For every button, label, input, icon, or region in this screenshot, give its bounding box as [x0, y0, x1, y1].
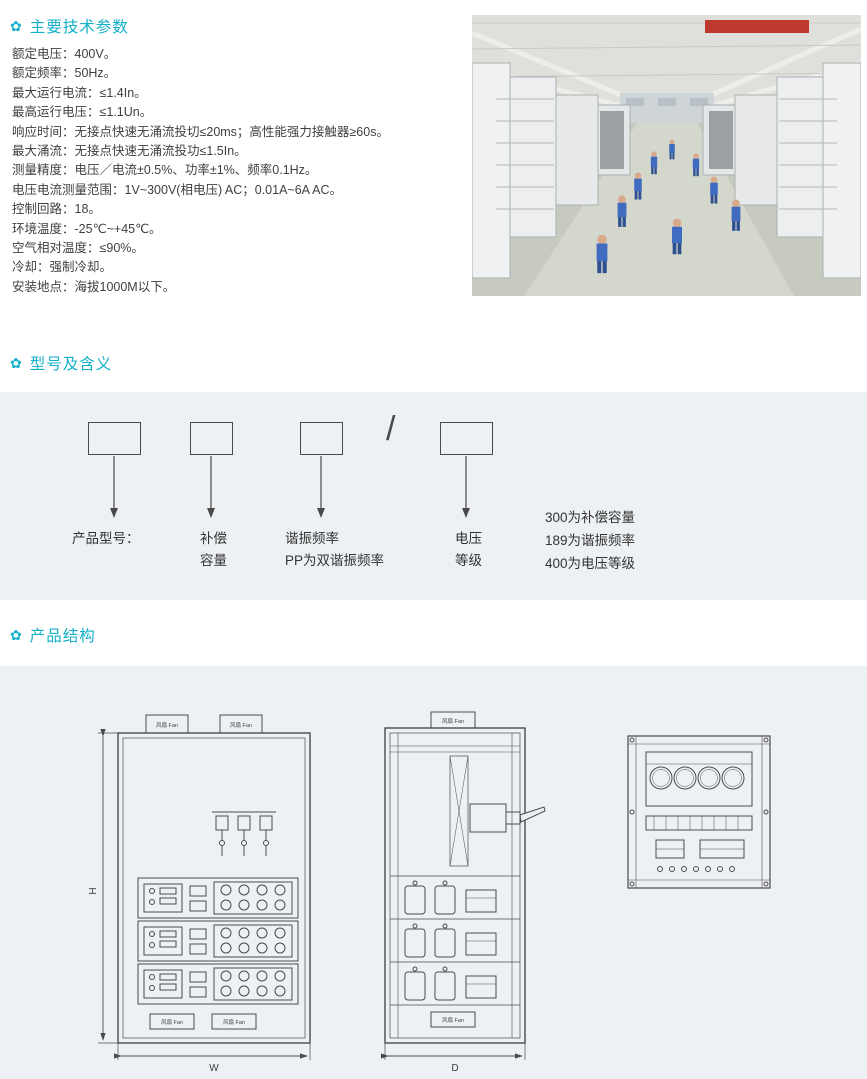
- fan-label: 风扇 Fan: [230, 721, 252, 729]
- tech-spec-line: 控制回路：18。: [12, 202, 101, 217]
- model-meaning-panel: / 产品型号： 补偿 容量 谐振频率 PP为双谐振频率: [0, 392, 867, 600]
- model-note: 189为谐振频率: [545, 533, 636, 548]
- model-title: 型号及含义: [29, 356, 113, 373]
- tech-spec-line: 最高运行电压：≤1.1Un。: [12, 105, 153, 120]
- model-note: 400为电压等级: [545, 556, 636, 571]
- tech-spec-line: 环境温度：-25℃~+45℃。: [12, 221, 162, 236]
- fan-label: 风扇 Fan: [442, 717, 464, 725]
- model-box-frequency: [300, 422, 343, 455]
- label-resonant-frequency: 谐振频率 PP为双谐振频率: [285, 531, 385, 568]
- model-arrows: [110, 456, 470, 518]
- dim-h-label: H: [88, 887, 99, 894]
- tech-spec-line: 冷却：强制冷却。: [12, 260, 113, 275]
- banner: [705, 20, 809, 33]
- flower-icon: ✿: [10, 627, 23, 643]
- model-box-capacity: [190, 422, 233, 455]
- tech-spec-line: 响应时间：无接点快速无涌流投切≤20ms；高性能强力接触器≥60s。: [12, 124, 389, 139]
- product-structure-panel: 风扇 Fan 风扇 Fan 风扇 Fan 风扇 Fan H W: [0, 666, 867, 1079]
- rack-view-drawing: [627, 735, 771, 889]
- model-notes: 300为补偿容量 189为谐振频率 400为电压等级: [545, 506, 635, 575]
- label-voltage-grade: 电压 等级: [455, 531, 482, 568]
- tech-spec-line: 电压电流测量范围：1V~300V(相电压) AC；0.01A~6A AC。: [12, 182, 342, 197]
- tech-spec-line: 最大涌流：无接点快速无涌流投功≤1.5In。: [12, 144, 247, 159]
- front-view-drawing: [98, 714, 311, 1060]
- tech-spec-list: 额定电压：400V。 额定频率：50Hz。 最大运行电流：≤1.4In。 最高运…: [12, 45, 470, 297]
- section-heading-model: ✿ 型号及含义: [10, 352, 112, 374]
- tech-spec-line: 空气相对温度：≤90%。: [12, 241, 144, 256]
- flower-icon: ✿: [10, 355, 23, 371]
- tech-spec-line: 最大运行电流：≤1.4In。: [12, 85, 147, 100]
- tech-spec-line: 额定频率：50Hz。: [12, 66, 117, 81]
- dim-w-label: W: [209, 1063, 219, 1074]
- section-heading-structure: ✿ 产品结构: [10, 624, 96, 646]
- fan-label: 风扇 Fan: [156, 721, 178, 729]
- structure-drawings: 风扇 Fan 风扇 Fan 风扇 Fan 风扇 Fan H W: [88, 711, 771, 1074]
- factory-photo: [472, 15, 861, 296]
- label-product-model: 产品型号：: [72, 531, 140, 546]
- tech-spec-line: 测量精度：电压／电流±0.5%、功率±1%、频率0.1Hz。: [12, 163, 318, 178]
- dim-d-label: D: [451, 1063, 458, 1074]
- fan-label: 风扇 Fan: [442, 1016, 464, 1024]
- section-heading-tech: ✿ 主要技术参数: [10, 15, 129, 37]
- workers: [596, 139, 741, 274]
- model-box-product: [88, 422, 141, 455]
- label-compensation: 补偿 容量: [200, 531, 227, 568]
- model-note: 300为补偿容量: [545, 510, 636, 525]
- tech-spec-line: 额定电压：400V。: [12, 47, 117, 61]
- flower-icon: ✿: [10, 18, 23, 34]
- fan-label: 风扇 Fan: [161, 1018, 183, 1026]
- fan-label: 风扇 Fan: [223, 1018, 245, 1026]
- tech-spec-line: 安装地点：海拔1000M以下。: [12, 279, 176, 294]
- tech-title: 主要技术参数: [29, 19, 129, 36]
- model-box-voltage: [440, 422, 493, 455]
- side-view-drawing: [380, 711, 546, 1060]
- structure-title: 产品结构: [29, 628, 96, 645]
- model-slash: /: [386, 410, 396, 448]
